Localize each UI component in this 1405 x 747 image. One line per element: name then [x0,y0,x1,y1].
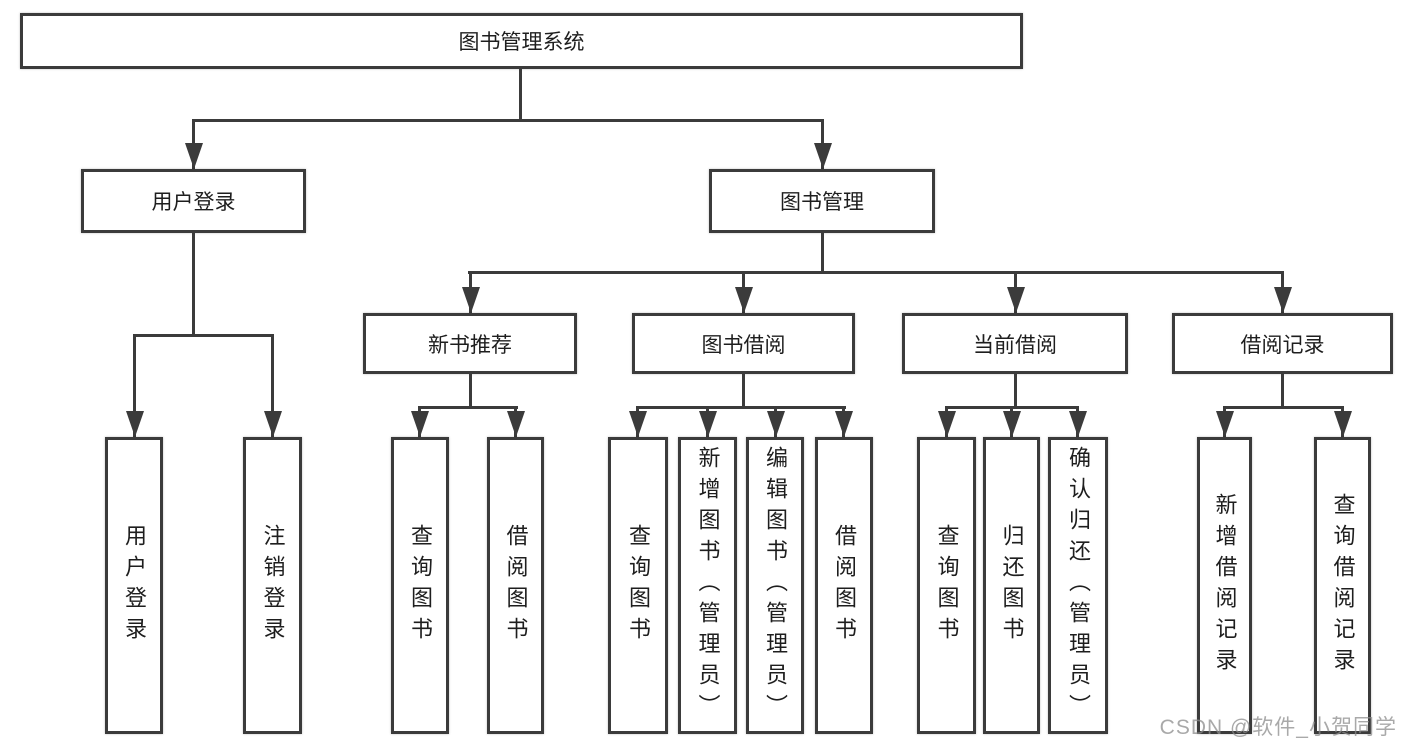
leaf-br-query-record: 查询借阅记录 [1314,437,1371,734]
leaf-cb-confirm-return-admin: 确认归还（管理员） [1048,437,1108,734]
connector-book-borrow-rail [636,406,846,409]
connector-user-login-stem [192,233,195,334]
arrow-nbr-borrow-book [506,406,525,437]
leaf-nbr-query-book: 查询图书 [391,437,449,734]
leaf-cb-query-book: 查询图书 [917,437,976,734]
leaf-logout: 注销登录 [243,437,302,734]
arrow-to-new-book-recommend [461,271,480,313]
arrow-br-query-record [1333,406,1352,437]
node-root: 图书管理系统 [20,13,1023,69]
arrow-to-user-login [184,119,203,169]
arrow-br-add-record [1215,406,1234,437]
connector-borrow-records-rail [1223,406,1344,409]
leaf-nbr-borrow-book: 借阅图书 [487,437,544,734]
arrow-cb-confirm-return [1068,406,1087,437]
arrow-bb-query-book [628,406,647,437]
node-borrow-records: 借阅记录 [1172,313,1393,374]
arrow-cb-return-book [1002,406,1021,437]
arrow-bb-add-book [698,406,717,437]
connector-borrow-records-stem [1281,374,1284,409]
leaf-br-add-record: 新增借阅记录 [1197,437,1252,734]
arrow-to-borrow-records [1273,271,1292,313]
connector-new-book-recommend-stem [469,374,472,409]
arrow-to-book-management [813,119,832,169]
leaf-bb-edit-book-admin: 编辑图书（管理员） [746,437,804,734]
connector-book-borrow-stem [742,374,745,409]
arrow-to-user-login-leaf [125,334,144,437]
connector-user-login-rail [133,334,274,337]
connector-book-management-rail [468,271,1284,274]
connector-book-management-stem [821,233,824,271]
arrow-to-logout-leaf [263,334,282,437]
leaf-user-login: 用户登录 [105,437,163,734]
connector-root-stem [519,69,522,119]
arrow-to-book-borrow [734,271,753,313]
leaf-bb-add-book-admin: 新增图书（管理员） [678,437,737,734]
arrow-cb-query-book [937,406,956,437]
arrow-bb-borrow-book [834,406,853,437]
leaf-bb-borrow-book: 借阅图书 [815,437,873,734]
arrow-nbr-query-book [410,406,429,437]
connector-current-borrow-stem [1014,374,1017,409]
node-current-borrow: 当前借阅 [902,313,1128,374]
arrow-bb-edit-book [766,406,785,437]
node-book-borrow: 图书借阅 [632,313,855,374]
csdn-watermark: CSDN @软件_小贺同学 [1159,716,1397,739]
leaf-bb-query-book: 查询图书 [608,437,668,734]
node-user-login: 用户登录 [81,169,306,233]
node-new-book-recommend: 新书推荐 [363,313,577,374]
leaf-cb-return-book: 归还图书 [983,437,1040,734]
connector-level1-rail [192,119,824,122]
connector-new-book-recommend-rail [418,406,518,409]
arrow-to-current-borrow [1006,271,1025,313]
node-book-management: 图书管理 [709,169,935,233]
